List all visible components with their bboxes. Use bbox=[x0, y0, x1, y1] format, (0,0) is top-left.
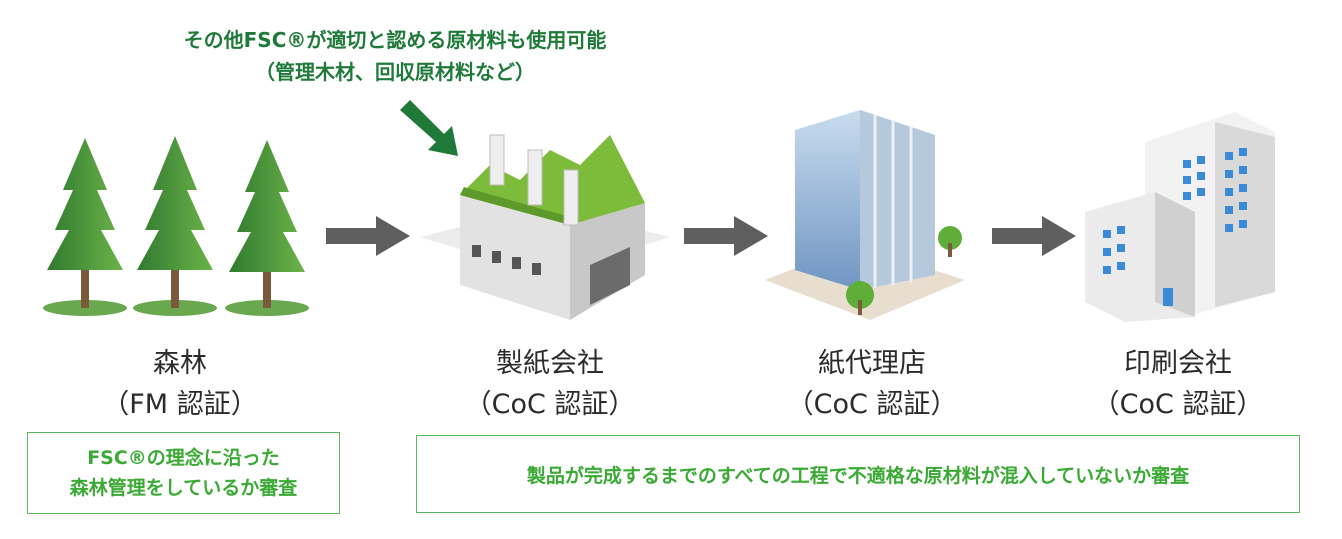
flow-arrow-icon bbox=[326, 216, 410, 256]
stage-printing-company-cert: （CoC 認証） bbox=[1092, 389, 1264, 420]
stage-paper-agent-cert: （CoC 認証） bbox=[786, 389, 958, 420]
stage-forest-name: 森林 bbox=[153, 348, 207, 379]
printing-building-icon bbox=[1085, 112, 1275, 322]
forest-audit-line2: 森林管理をしているか審査 bbox=[69, 477, 298, 499]
chain-audit-box: 製品が完成するまでのすべての工程で不適格な原材料が混入していないか審査 bbox=[416, 435, 1300, 513]
tree-icon bbox=[225, 140, 309, 316]
chain-audit-text: 製品が完成するまでのすべての工程で不適格な原材料が混入していないか審査 bbox=[526, 464, 1190, 487]
stage-printing-company-name: 印刷会社 bbox=[1124, 348, 1232, 379]
flow-arrow-icon bbox=[992, 216, 1076, 256]
forest-audit-box: FSC®の理念に沿った 森林管理をしているか審査 bbox=[27, 432, 340, 514]
stage-paper-agent-name: 紙代理店 bbox=[818, 348, 926, 379]
tree-icon bbox=[43, 138, 127, 316]
stage-paper-company-name: 製紙会社 bbox=[496, 348, 604, 379]
tree-icon bbox=[133, 136, 217, 316]
factory-icon bbox=[420, 134, 670, 320]
materials-note-line2: （管理木材、回収原材料など） bbox=[255, 60, 535, 84]
forest-audit-line1: FSC®の理念に沿った bbox=[87, 447, 280, 469]
office-building-icon bbox=[765, 110, 965, 320]
flow-arrow-icon bbox=[684, 216, 768, 256]
green-pointer-arrow-icon bbox=[400, 100, 458, 156]
stage-paper-company-cert: （CoC 認証） bbox=[464, 389, 636, 420]
stage-forest-cert: （FM 認証） bbox=[102, 389, 258, 420]
materials-note-line1: その他FSC®が適切と認める原材料も使用可能 bbox=[183, 28, 607, 52]
forest-trees-icon bbox=[43, 136, 309, 316]
